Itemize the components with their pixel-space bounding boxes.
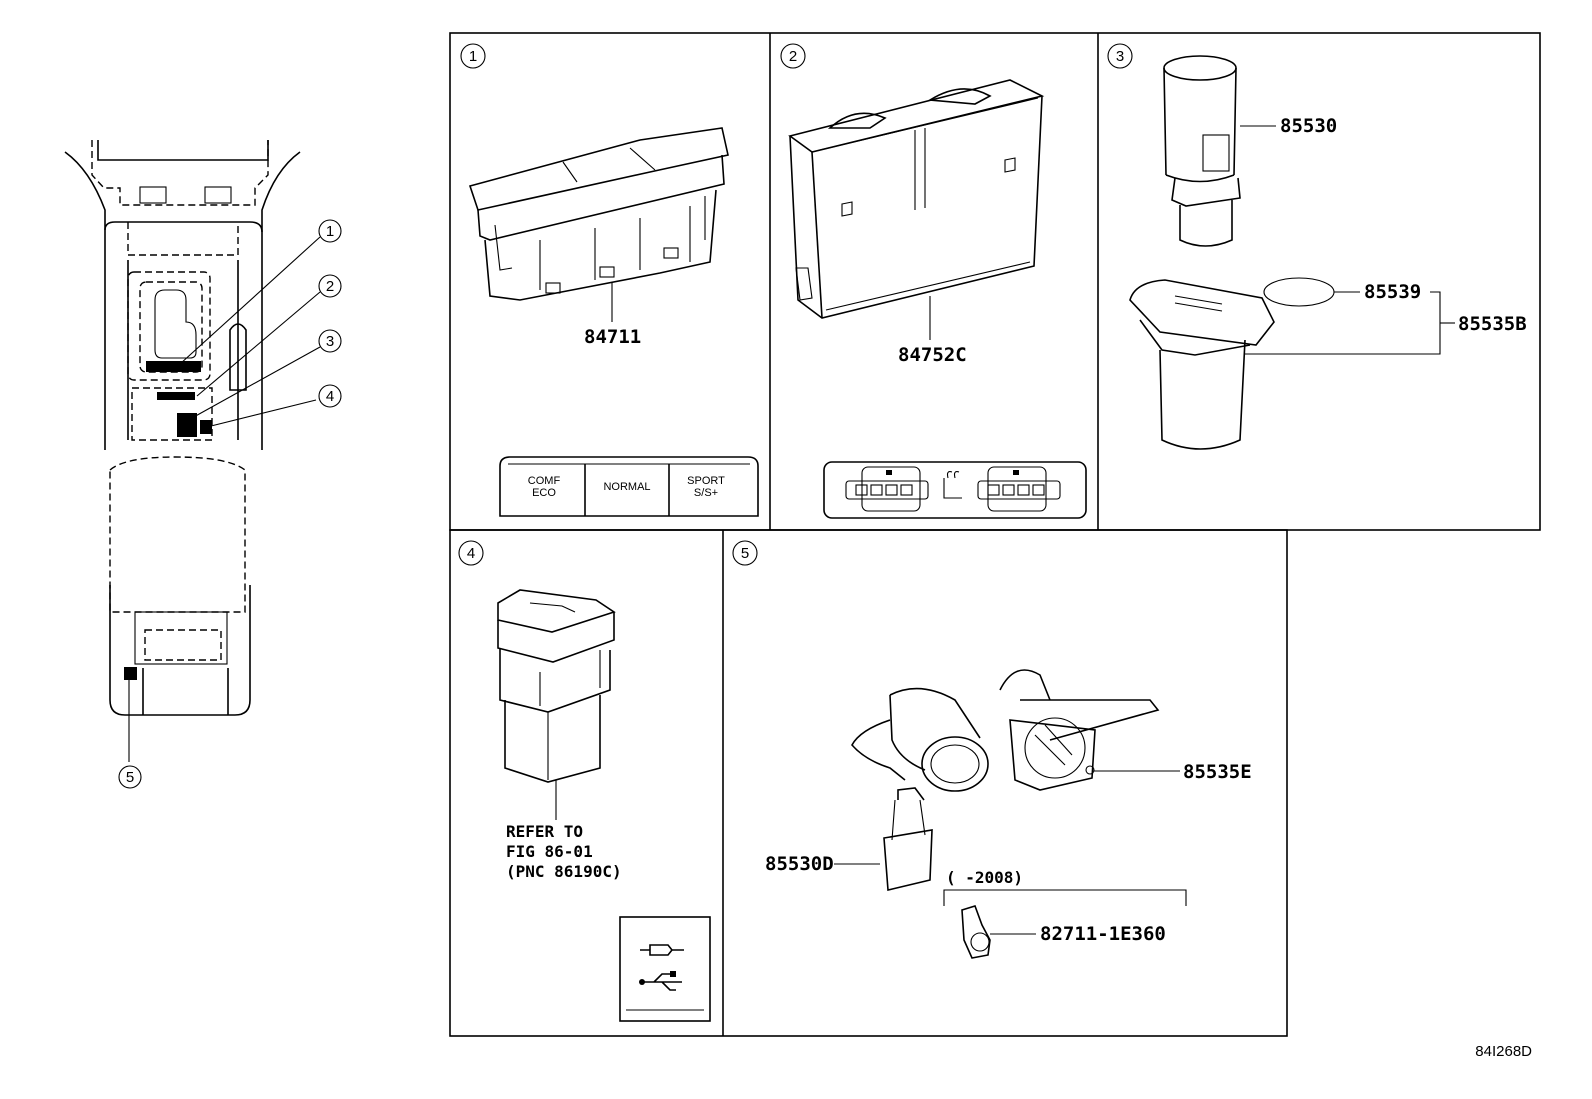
console-locator-view: 1 2 3 4 5 — [64, 140, 342, 789]
svg-text:4: 4 — [326, 388, 334, 405]
bottom-panel-frame — [449, 529, 1288, 1037]
part-85539: 85539 — [1364, 281, 1421, 303]
note-line-3: (PNC 86190C) — [506, 862, 622, 881]
switch-label-sport-line2: S/S+ — [694, 487, 718, 499]
seat-heat-icon — [943, 471, 962, 499]
panel-5-number: 5 — [741, 545, 749, 562]
switch-label-comf-eco-line2: ECO — [532, 487, 556, 499]
drive-mode-switch — [468, 127, 729, 301]
seat-heater-switch — [788, 79, 1045, 319]
switch-label-normal: NORMAL — [603, 481, 650, 493]
panel-2-number: 2 — [789, 48, 797, 65]
part-85535E: 85535E — [1183, 761, 1252, 783]
switch-label-comf-eco-line1: COMF — [528, 475, 561, 487]
part-85530D: 85530D — [765, 853, 834, 875]
svg-text:3: 3 — [326, 333, 334, 350]
svg-text:5: 5 — [126, 769, 134, 786]
usb-socket — [497, 589, 616, 783]
callout-1: 1 — [318, 219, 342, 243]
part-84711: 84711 — [584, 326, 641, 348]
power-outlet-socket — [1163, 55, 1241, 247]
panel-3: 3 85530 85539 85535B — [1107, 43, 1527, 450]
usb-icon — [640, 973, 682, 991]
panel-3-number: 3 — [1116, 48, 1124, 65]
callout-2: 2 — [318, 274, 342, 298]
seat-heater-face — [823, 461, 1087, 519]
note-line-1: REFER TO — [506, 822, 583, 841]
lighter-socket — [851, 687, 989, 891]
part-82711-1E360: 82711-1E360 — [1040, 923, 1166, 945]
callout-5: 5 — [118, 765, 142, 789]
power-outlet-cap — [1129, 279, 1275, 450]
panel-1-number: 1 — [469, 48, 477, 65]
panel-4: 4 REFER TO FIG 86-01 (PNC 86190C) — [458, 540, 711, 1022]
note-line-2: FIG 86-01 — [506, 842, 593, 861]
panel-4-number: 4 — [467, 545, 475, 562]
bulb-holder — [961, 905, 991, 959]
panel-5: 5 85530D 85535E ( -2008) — [732, 540, 1252, 959]
aux-icon — [640, 944, 684, 956]
svg-text:1: 1 — [326, 223, 334, 240]
o-ring — [1263, 277, 1335, 307]
part-84752C: 84752C — [898, 344, 967, 366]
switch-label-sport-line1: SPORT — [687, 475, 725, 487]
part-85530: 85530 — [1280, 115, 1337, 137]
callout-3: 3 — [318, 329, 342, 353]
part-85535B: 85535B — [1458, 313, 1527, 335]
lighter-housing — [999, 669, 1160, 791]
panel-2: 2 84752C — [780, 43, 1087, 519]
usb-aux-face — [619, 916, 711, 1022]
switch-face: COMF ECO NORMAL SPORT S/S+ — [499, 456, 759, 517]
figure-code: 84I268D — [1475, 1043, 1532, 1060]
callout-4: 4 — [318, 384, 342, 408]
svg-text:2: 2 — [326, 278, 334, 295]
date-range: ( -2008) — [946, 868, 1023, 887]
panel-1: 1 84711 COMF ECO NORMAL SPORT S/S+ — [460, 43, 759, 517]
